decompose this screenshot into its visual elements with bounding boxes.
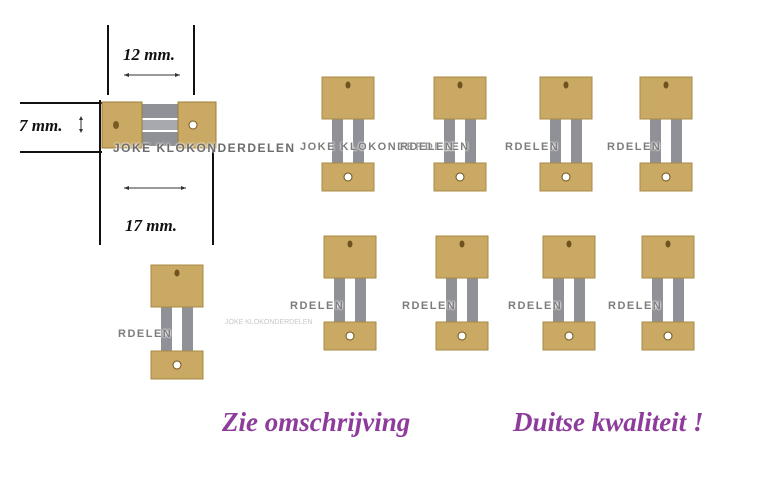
watermark-short: RDELEN [508,300,563,312]
length-dimension-label: 17 mm. [125,216,177,235]
watermark-full: JOKE KLOKONDERDELEN [113,141,296,155]
watermark-faint: JOKE KLOKONDERDELEN [225,319,313,326]
spring-horizontal-drawing [101,100,217,150]
spring-grid-r1-c1 [321,76,375,192]
spring-grid-r2-c1 [323,235,377,351]
watermark-short: RDELEN [607,141,662,153]
height-dimension-label: 7 mm. [19,116,63,135]
spring-grid-r2-c2 [435,235,489,351]
spring-grid-r2-c4 [641,235,695,351]
spring-grid-r1-c2 [433,76,487,192]
watermark-short: RDELEN [290,300,345,312]
spring-single [150,264,204,380]
spring-grid-r1-c3 [539,76,593,192]
watermark-short: RDELEN [118,328,173,340]
width-dimension-label: 12 mm. [123,45,175,64]
caption-description: Zie omschrijving [222,407,411,437]
watermark-short: RDELEN [400,141,455,153]
watermark-short: RDELEN [608,300,663,312]
watermark-short: JOKE KLOKONDERDELEN [300,141,470,153]
watermark-short: RDELEN [505,141,560,153]
watermark-short: RDELEN [402,300,457,312]
spring-grid-r2-c3 [542,235,596,351]
caption-quality: Duitse kwaliteit ! [513,407,704,437]
spring-grid-r1-c4 [639,76,693,192]
